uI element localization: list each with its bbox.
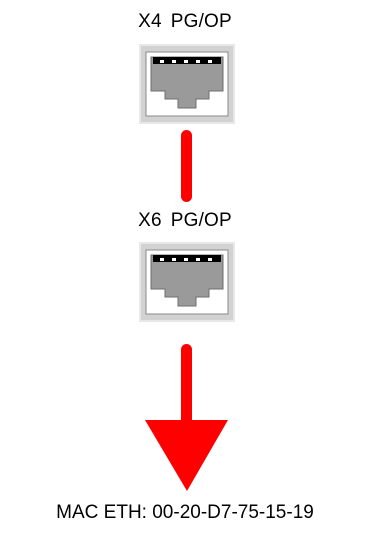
connection-line [181, 130, 192, 202]
port-label-x4: X4 PG/OP [0, 11, 370, 33]
rj45-port-icon [139, 242, 235, 322]
port-type: PG/OP [170, 210, 232, 231]
port-type: PG/OP [170, 11, 232, 32]
port-id: X4 [138, 11, 162, 32]
mac-label: MAC ETH: [56, 502, 147, 523]
down-arrow-icon [145, 344, 228, 491]
rj45-port-icon [139, 44, 235, 124]
port-id: X6 [138, 210, 162, 231]
port-label-x6: X6 PG/OP [0, 210, 370, 232]
mac-address: MAC ETH: 00-20-D7-75-15-19 [0, 502, 370, 524]
mac-value: 00-20-D7-75-15-19 [152, 502, 314, 523]
